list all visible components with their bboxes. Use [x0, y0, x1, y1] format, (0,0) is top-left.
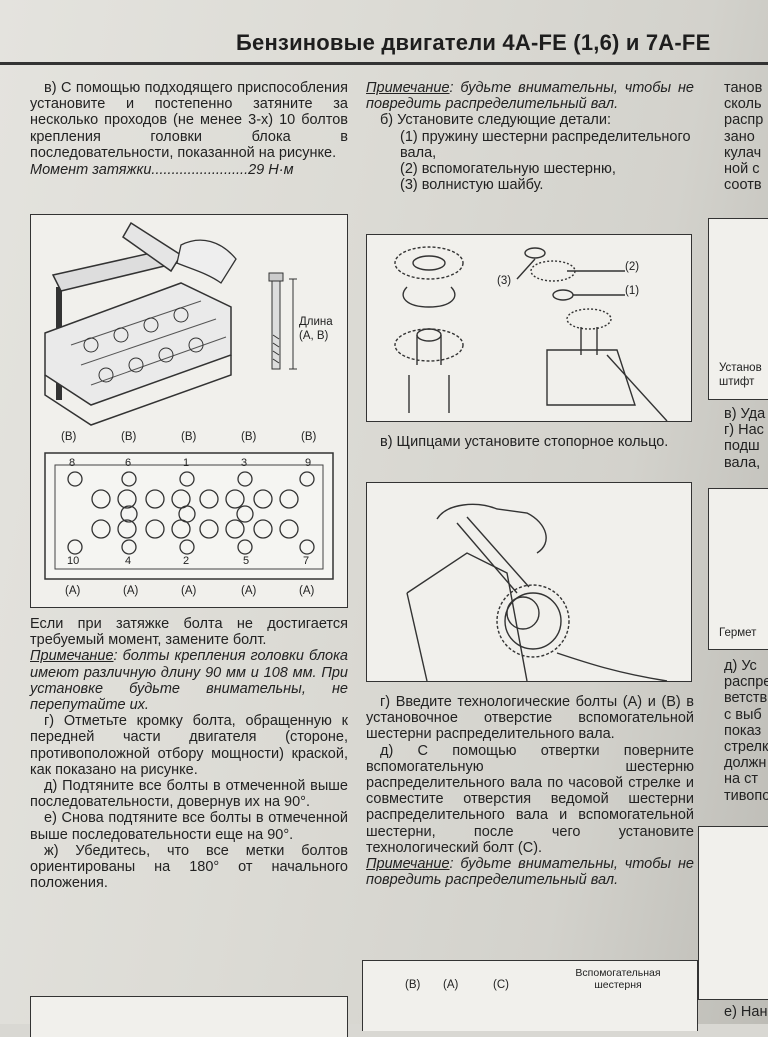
step-zh-text: ж) Убедитесь, что все метки болтов ориен…: [30, 842, 348, 892]
torque-spec: Момент затяжки........................29…: [30, 162, 294, 179]
right-line: танов: [724, 80, 763, 96]
bolt-seq-number: 9: [305, 457, 312, 469]
right-line: сколь: [724, 96, 762, 113]
right-line: тивопо: [724, 787, 768, 804]
bolt-seq-number: 6: [125, 457, 132, 469]
note-label: Примечание: [366, 856, 450, 873]
right-line: зано: [724, 128, 755, 145]
snap-ring-drawing: [406, 503, 668, 681]
column-right-mid: в) Уда г) Нас подш вала,: [724, 406, 768, 471]
fig1-top-label: (B): [241, 431, 257, 443]
bolt-label-b: (B): [405, 979, 421, 991]
column-middle-lower: г) Введите технологические болты (A) и (…: [366, 694, 694, 888]
step-g-text: г) Введите технологические болты (A) и (…: [366, 694, 694, 743]
fig1-bottom-label: (A): [299, 585, 315, 597]
right-line: г) Нас: [724, 422, 764, 439]
fig1-bottom-label: (A): [65, 585, 81, 597]
fig1-bottom-label: (A): [181, 585, 197, 597]
right-line: распр: [724, 112, 764, 129]
column-right-top: танов сколь распр зано кулач ной с соотв: [724, 80, 768, 193]
aux-gear-label: Вспомогательная шестерня: [575, 967, 661, 991]
dowel-pin-label: Установ штифт: [719, 362, 762, 388]
right-line: е) Нане: [724, 1004, 768, 1020]
figure-bottom-left: [30, 996, 348, 1037]
figure-cylinder-head-bolts: Длина (А, В) (B) (B) (B) (B) (B) 8 6 1 3…: [30, 214, 348, 608]
figure-right-bottom: [698, 826, 768, 1000]
right-line: подш: [724, 438, 760, 455]
step-d-text: д) С помощью отвертки поверните вспомога…: [366, 742, 694, 856]
fig1-top-label: (B): [61, 431, 77, 443]
fig1-bottom-label: (A): [241, 585, 257, 597]
right-line: показ: [724, 722, 762, 739]
fig1-top-label: (B): [181, 431, 197, 443]
column-left: в) С помощью подходящего приспособления …: [30, 80, 348, 178]
right-line: вала,: [724, 454, 761, 471]
column-left-lower: Если при затяжке болта не достигается тр…: [30, 616, 348, 891]
note-text: : будьте внимательны, чтобы не повредить…: [366, 856, 694, 889]
step-v-text: в) С помощью подходящего приспособления …: [30, 80, 348, 161]
bolt-seq-number: 3: [241, 457, 248, 469]
cylinder-head-drawing: [44, 221, 334, 580]
right-line: ветств: [724, 690, 768, 707]
sealant-label: Гермет: [719, 627, 757, 639]
figure-tech-bolts: (B) (A) (C) Вспомогательная шестерня: [362, 960, 698, 1031]
note-text: : будьте внимательны, чтобы не повредить…: [366, 80, 694, 113]
step-b-item: (2) вспомогательную шестерню,: [400, 161, 616, 178]
part-label-1: (1): [625, 285, 640, 297]
right-line: кулач: [724, 144, 762, 161]
step-b-intro: б) Установите следующие детали:: [380, 112, 611, 129]
fig1-top-label: (B): [121, 431, 137, 443]
bolt-seq-number: 7: [303, 555, 310, 567]
bolt-seq-number: 8: [69, 457, 76, 469]
right-line: должн: [724, 755, 767, 772]
note-label: Примечание: [30, 648, 114, 665]
bolt-seq-number: 1: [183, 457, 190, 469]
bolt-note-text: Если при затяжке болта не достигается тр…: [30, 616, 348, 649]
step-v-text: в) Щипцами установите стопорное кольцо.: [380, 434, 669, 450]
right-line: на ст: [724, 771, 758, 788]
right-line: д) Ус: [724, 658, 757, 674]
fig1-top-label: (B): [301, 431, 317, 443]
column-right-last: е) Нане: [724, 1004, 768, 1020]
bolt-label-c: (C): [493, 979, 509, 991]
right-line: распре: [724, 674, 768, 691]
note-camshaft-2: Примечание: будьте внимательны, чтобы не…: [366, 856, 694, 888]
step-b-item: (1) пружину шестерни распределительного …: [400, 128, 691, 161]
bolt-seq-number: 4: [125, 555, 132, 567]
note-camshaft-1: Примечание: будьте внимательны, чтобы не…: [366, 80, 694, 112]
fig1-bottom-label: (A): [123, 585, 139, 597]
step-g-text: г) Отметьте кромку болта, обращенную к п…: [30, 713, 348, 778]
bolt-label-a: (A): [443, 979, 459, 991]
figure-snap-ring-pliers: [366, 482, 692, 682]
note-bolt-length: Примечание: болты крепления головки блок…: [30, 648, 348, 713]
figure-right-sealant: Гермет: [708, 488, 768, 650]
figure-gear-parts: (2) (1) (3): [366, 234, 692, 422]
right-line: ной с: [724, 161, 760, 178]
step-d-text: д) Подтяните все болты в отмеченной выше…: [30, 778, 348, 811]
figure-right-dowel: Установ штифт: [708, 218, 768, 400]
bolt-length-label: Длина (А, В): [299, 316, 333, 342]
right-line: в) Уда: [724, 406, 766, 422]
bolt-seq-number: 5: [243, 555, 250, 567]
column-middle: Примечание: будьте внимательны, чтобы не…: [366, 80, 694, 193]
note-label: Примечание: [366, 80, 450, 96]
step-b-item: (3) волнистую шайбу.: [400, 177, 544, 194]
gear-parts-drawing: [394, 246, 668, 421]
part-label-3: (3): [497, 275, 512, 287]
bolt-seq-number: 10: [67, 555, 80, 567]
bolt-seq-number: 2: [183, 555, 190, 567]
header-rule: [0, 62, 768, 65]
column-right-lower: д) Ус распре ветств с выб показ стрелк д…: [724, 658, 768, 804]
page-header-title: Бензиновые двигатели 4A-FE (1,6) и 7A-FE: [236, 30, 711, 55]
step-e-text: е) Снова подтяните все болты в отмеченно…: [30, 810, 348, 843]
note-text: : болты крепления головки блока имеют ра…: [30, 648, 348, 714]
step-v-block: в) Щипцами установите стопорное кольцо.: [366, 434, 694, 450]
right-line: с выб: [724, 706, 762, 723]
right-line: стрелк: [724, 739, 768, 756]
part-label-2: (2): [625, 261, 640, 273]
right-line: соотв: [724, 177, 762, 194]
